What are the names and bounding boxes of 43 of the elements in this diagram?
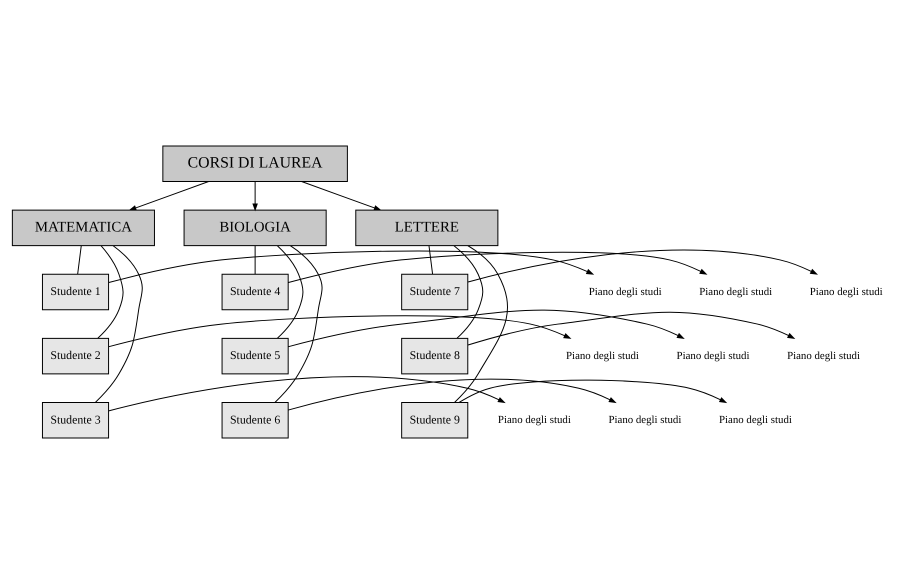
connector: [274, 244, 323, 402]
connector: [97, 244, 124, 338]
node-box: BIOLOGIA: [184, 209, 327, 246]
node-box: Studente 8: [401, 337, 468, 374]
connector: [254, 244, 256, 274]
node-text: Piano degli studi: [676, 349, 750, 362]
arrow: [458, 379, 728, 403]
node-box: CORSI DI LAUREA: [162, 144, 348, 182]
node-text: Piano degli studi: [566, 349, 639, 362]
arrow: [301, 180, 382, 210]
node-text: Piano degli studi: [588, 285, 662, 298]
node-box: Studente 4: [222, 273, 289, 310]
node-box: Studente 9: [401, 402, 468, 438]
connector: [77, 244, 82, 274]
arrow: [468, 249, 818, 282]
arrow: [252, 180, 258, 211]
arrow: [288, 251, 708, 283]
arrow: [288, 309, 685, 347]
arrow: [108, 376, 506, 411]
node-box: MATEMATICA: [12, 209, 155, 246]
arrow: [108, 250, 594, 283]
node-text: Piano degli studi: [498, 414, 571, 426]
node-box: LETTERE: [355, 209, 498, 246]
node-text: Piano degli studi: [787, 349, 860, 362]
connector: [428, 244, 434, 274]
node-text: Piano degli studi: [699, 285, 772, 298]
connector: [276, 244, 304, 338]
node-box: Studente 7: [401, 273, 468, 310]
node-text: Piano degli studi: [608, 414, 682, 426]
arrow: [288, 378, 617, 410]
node-box: Studente 3: [42, 402, 110, 438]
arrow: [108, 314, 572, 347]
connector: [454, 244, 508, 402]
connector: [453, 244, 484, 338]
node-box: Studente 2: [42, 337, 110, 374]
arrow: [468, 311, 796, 346]
node-text: Piano degli studi: [718, 414, 792, 426]
connector: [94, 244, 143, 402]
node-box: Studente 1: [42, 273, 110, 310]
node-box: Studente 5: [222, 337, 289, 374]
node-box: Studente 6: [222, 402, 289, 438]
arrow: [128, 180, 210, 210]
node-text: Piano degli studi: [810, 285, 883, 298]
